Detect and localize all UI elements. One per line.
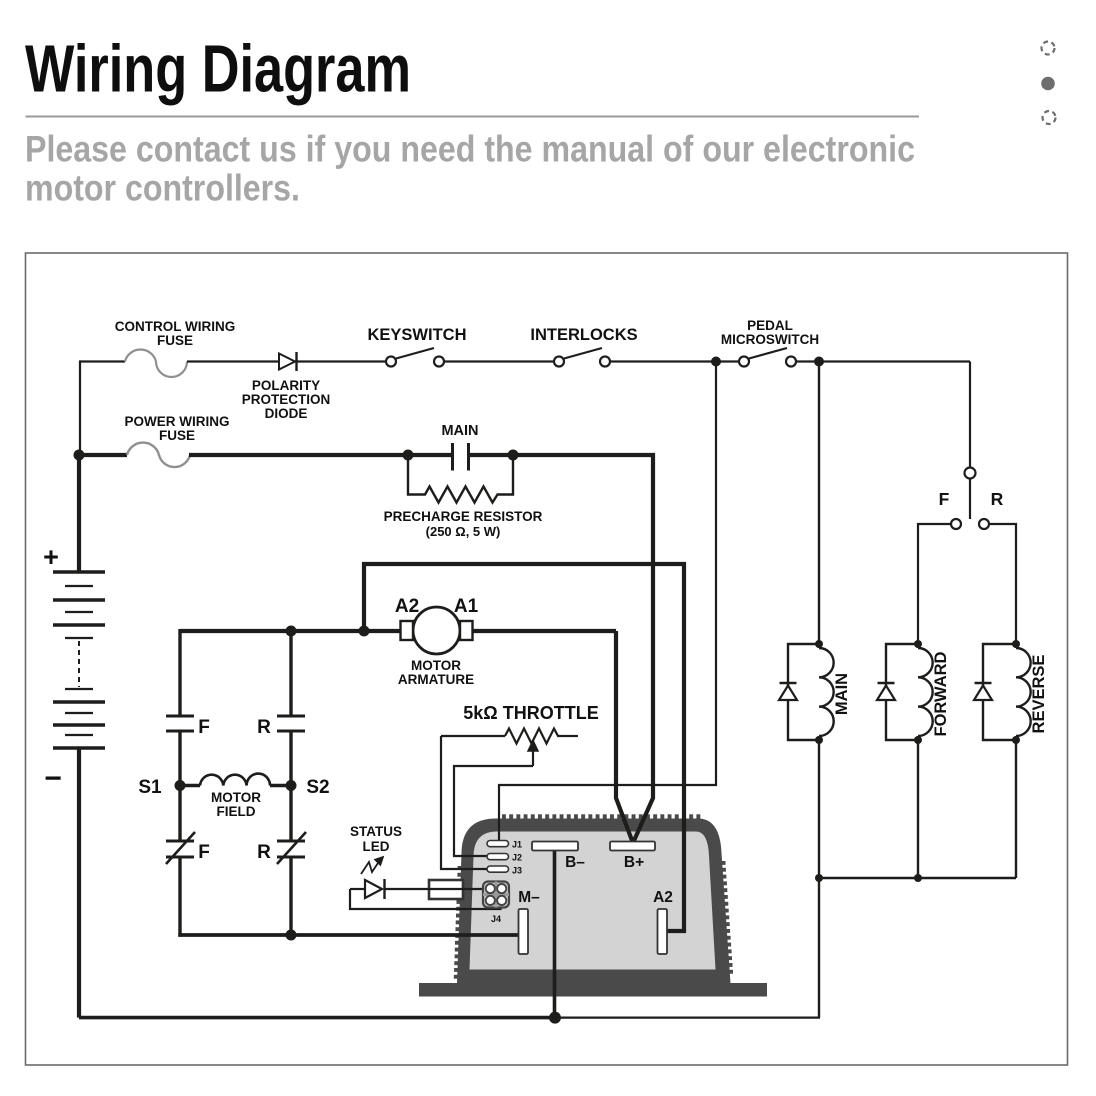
svg-text:MOTOR: MOTOR <box>411 658 461 673</box>
svg-text:A2: A2 <box>653 889 673 906</box>
svg-text:J2: J2 <box>512 853 522 863</box>
svg-text:F: F <box>198 717 210 738</box>
svg-text:CONTROL WIRING: CONTROL WIRING <box>115 319 236 334</box>
svg-text:FUSE: FUSE <box>157 333 193 348</box>
svg-text:R: R <box>991 489 1004 509</box>
svg-text:J4: J4 <box>491 914 501 924</box>
svg-text:+: + <box>43 542 59 572</box>
svg-text:Please contact us if you need: Please contact us if you need the manual… <box>25 129 915 170</box>
svg-text:PROTECTION: PROTECTION <box>242 392 331 407</box>
svg-text:ARMATURE: ARMATURE <box>398 672 474 687</box>
svg-text:R: R <box>257 717 271 738</box>
svg-text:PEDAL: PEDAL <box>747 318 793 333</box>
svg-text:POWER WIRING: POWER WIRING <box>125 414 230 429</box>
svg-text:B+: B+ <box>624 854 644 871</box>
svg-text:F: F <box>198 842 210 863</box>
svg-text:S2: S2 <box>306 777 329 798</box>
svg-text:FORWARD: FORWARD <box>932 651 950 736</box>
svg-text:FUSE: FUSE <box>159 428 195 443</box>
svg-text:S1: S1 <box>138 777 162 798</box>
svg-text:motor controllers.: motor controllers. <box>25 168 300 209</box>
svg-text:FIELD: FIELD <box>217 804 256 819</box>
svg-text:J1: J1 <box>512 840 522 850</box>
svg-text:KEYSWITCH: KEYSWITCH <box>368 326 467 344</box>
svg-text:POLARITY: POLARITY <box>252 378 320 393</box>
svg-text:REVERSE: REVERSE <box>1030 655 1048 734</box>
svg-text:STATUS: STATUS <box>350 824 402 839</box>
svg-text:MAIN: MAIN <box>833 673 851 715</box>
svg-text:MAIN: MAIN <box>441 423 478 439</box>
svg-text:B–: B– <box>565 854 585 871</box>
svg-text:A2: A2 <box>395 596 419 617</box>
svg-text:A1: A1 <box>454 596 479 617</box>
svg-text:J3: J3 <box>512 866 522 876</box>
svg-text:MOTOR: MOTOR <box>211 790 261 805</box>
svg-text:INTERLOCKS: INTERLOCKS <box>530 326 637 344</box>
svg-text:F: F <box>939 489 950 509</box>
svg-text:R: R <box>257 842 271 863</box>
svg-text:(250 Ω, 5 W): (250 Ω, 5 W) <box>426 524 501 539</box>
svg-text:PRECHARGE RESISTOR: PRECHARGE RESISTOR <box>384 509 543 524</box>
svg-text:MICROSWITCH: MICROSWITCH <box>721 332 819 347</box>
svg-text:Wiring Diagram: Wiring Diagram <box>25 32 411 107</box>
svg-text:M–: M– <box>518 889 540 906</box>
svg-text:5kΩ THROTTLE: 5kΩ THROTTLE <box>463 703 598 723</box>
svg-text:LED: LED <box>363 839 390 854</box>
svg-text:DIODE: DIODE <box>265 406 308 421</box>
svg-text:−: − <box>44 762 62 795</box>
